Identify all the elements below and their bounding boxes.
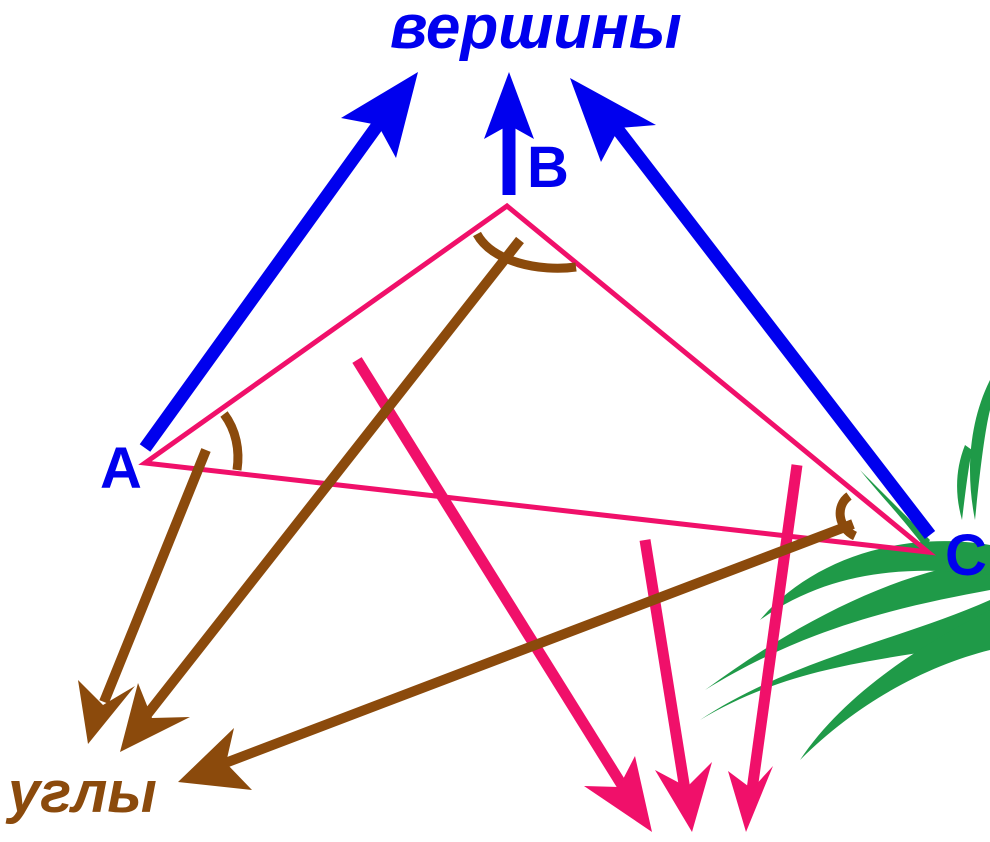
arrowhead-side-ac	[728, 766, 773, 832]
vertices-label: вершины	[390, 0, 682, 62]
arrowhead-b	[484, 72, 534, 139]
leaf-stroke-5	[860, 470, 930, 548]
arrow-side-bc	[639, 539, 691, 791]
arrow-a-to-vertices	[139, 111, 391, 452]
arrow-angle-b	[142, 236, 524, 720]
leaf-stroke-2	[705, 560, 990, 690]
side-arrows	[352, 357, 803, 832]
vertex-arrows	[139, 72, 936, 539]
arrow-c-to-vertices	[606, 118, 936, 539]
leaf-stroke-1	[700, 600, 990, 720]
angle-arc-a	[220, 411, 243, 471]
leaf-stroke-7	[957, 445, 972, 520]
arrow-angle-c	[218, 519, 855, 770]
arrow-angle-a	[99, 448, 211, 704]
arrow-side-ac	[746, 464, 803, 791]
angle-arc-c	[835, 492, 858, 541]
leaf-stroke-4	[800, 610, 990, 760]
point-c-label: С	[945, 523, 987, 588]
triangle-abc	[138, 202, 937, 556]
arrowhead-side-ab	[584, 756, 652, 832]
arrow-side-ab	[352, 357, 630, 793]
angle-arrows	[78, 236, 855, 790]
arrowhead-angle-b	[120, 683, 190, 752]
arrowhead-c	[570, 78, 656, 162]
leaf-stroke-3	[760, 541, 990, 620]
leaf-stroke-6	[970, 380, 990, 520]
arrowhead-a	[341, 72, 418, 158]
leaf-decoration	[700, 380, 990, 760]
point-b-label: В	[527, 135, 569, 200]
arrowhead-angle-a	[78, 680, 135, 744]
point-a-label: А	[100, 436, 142, 501]
angle-arc-b	[473, 231, 577, 273]
angle-arcs	[220, 231, 858, 541]
arrowhead-side-bc	[655, 762, 712, 832]
arrowhead-angle-c	[178, 728, 252, 790]
angles-label: углы	[5, 760, 157, 825]
